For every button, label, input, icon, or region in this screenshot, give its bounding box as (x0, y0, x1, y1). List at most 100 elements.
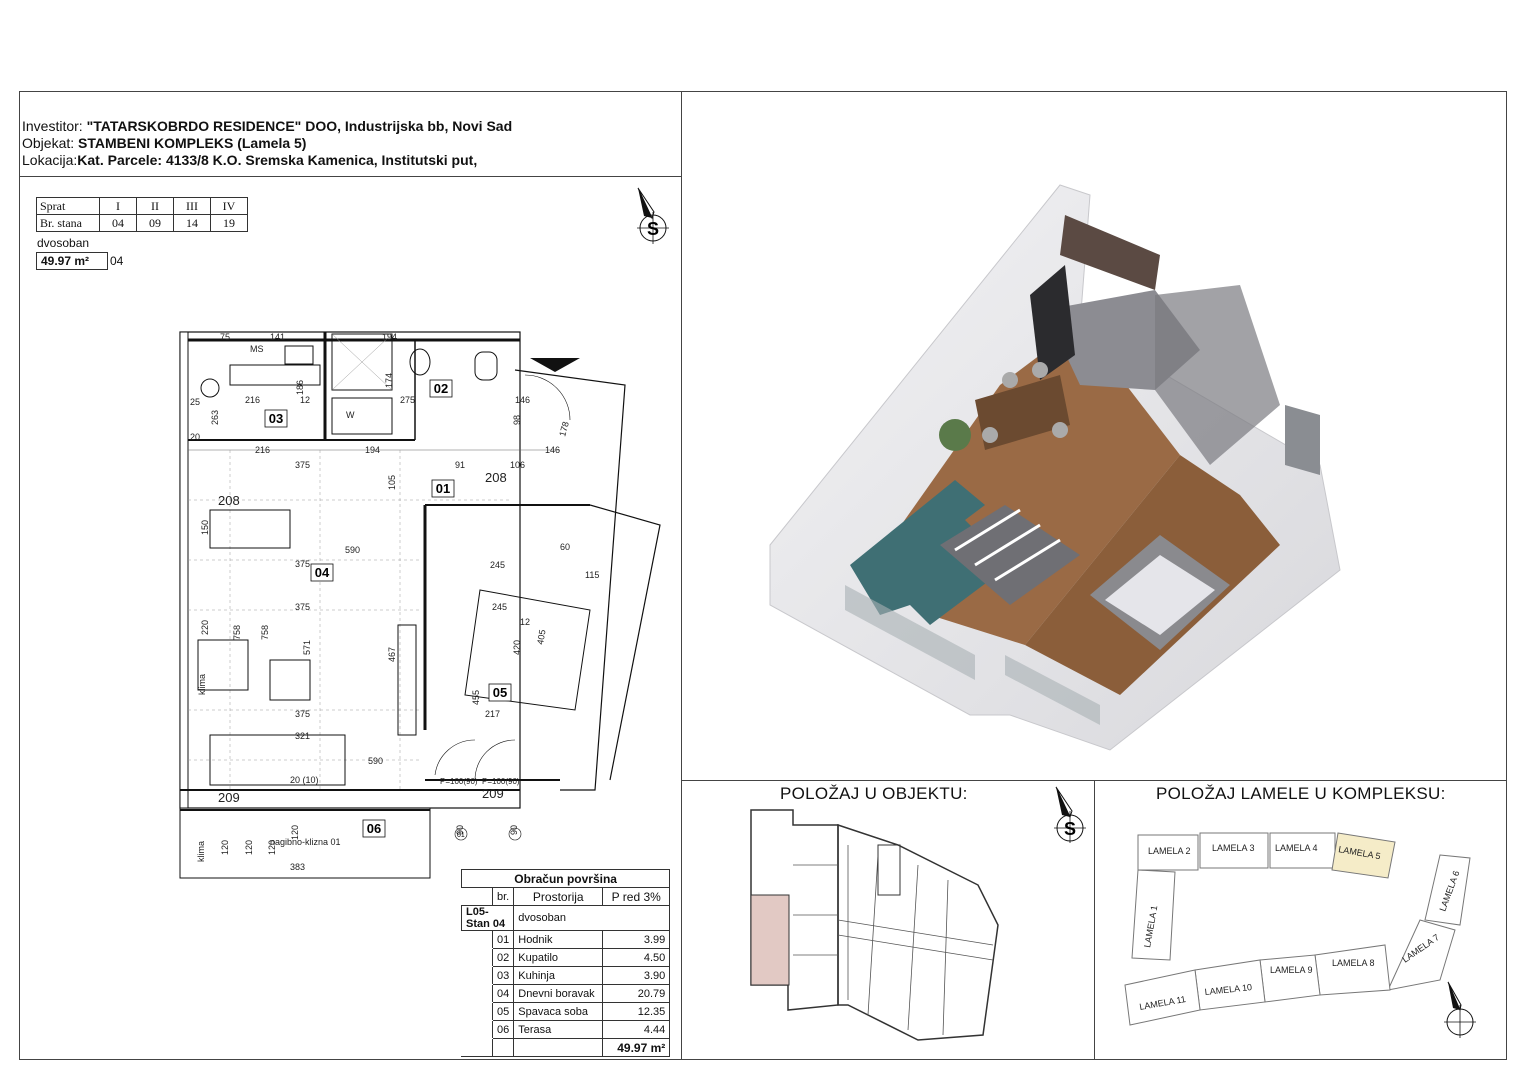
cell: Sprat (36, 197, 100, 215)
floor-table: Sprat I II III IV Br. stana 04 09 14 19 (36, 197, 248, 232)
col-header: P red 3% (602, 887, 671, 906)
investor-line: Investitor: "TATARSKOBRDO RESIDENCE" DOO… (22, 118, 513, 134)
dim-text: 174 (384, 373, 394, 388)
dim-text: 375 (295, 559, 310, 569)
dim-text: 60 (560, 542, 570, 552)
lamela-10-label: LAMELA 10 (1204, 982, 1252, 997)
cell: 14 (173, 214, 211, 232)
dim-text: 90 (509, 825, 519, 835)
dim-text: 571 (302, 640, 312, 655)
height-mark: 208 (485, 470, 507, 485)
dim-text: 216 (245, 395, 260, 405)
cell: 19 (210, 214, 248, 232)
dim-text: MS (250, 344, 264, 354)
dim-text: 321 (295, 731, 310, 741)
cell: Br. stana (36, 214, 100, 232)
dim-text: 146 (545, 445, 560, 455)
dim-text: 245 (490, 560, 505, 570)
dim-text: 245 (492, 602, 507, 612)
dim-text: 275 (400, 395, 415, 405)
lamela-4-label: LAMELA 4 (1275, 843, 1318, 853)
dim-text: 105 (387, 475, 397, 490)
dim-text: 12 (520, 617, 530, 627)
dim-text: W (346, 410, 355, 420)
dim-text: 217 (485, 709, 500, 719)
dim-text: 120 (267, 840, 277, 855)
total-area: 49.97 m² (602, 1038, 671, 1057)
cell: I (99, 197, 137, 215)
unit-type-label: dvosoban (513, 905, 671, 931)
room-01-label: 01 (436, 481, 450, 496)
dim-text: 90 (455, 825, 465, 835)
dim-text: 20 (10) (290, 775, 319, 785)
object-line: Objekat: STAMBENI KOMPLEKS (Lamela 5) (22, 135, 307, 151)
door-tag: 01 (457, 832, 465, 839)
room-04-label: 04 (315, 565, 330, 580)
room-02-label: 02 (434, 381, 448, 396)
north-arrow-icon-small: S (1054, 786, 1086, 843)
dim-text: 467 (387, 647, 397, 662)
divider-bottom-split (1094, 780, 1095, 1060)
cell: 09 (136, 214, 174, 232)
dim-text: 263 (210, 410, 220, 425)
lamela-3-label: LAMELA 3 (1212, 843, 1255, 853)
cell: III (173, 197, 211, 215)
col-header: br. (491, 887, 515, 906)
blank-cell (461, 887, 493, 906)
klima-label: klima (197, 674, 207, 695)
room-06-label: 06 (367, 821, 381, 836)
dim-text: 20 (190, 432, 200, 442)
floor-plan: 02 03 01 04 05 06 MS W 75 141 194 216 21… (179, 331, 661, 879)
cell: II (136, 197, 174, 215)
dim-text: 25 (190, 397, 200, 407)
cell: 04 (99, 214, 137, 232)
compass-letter: S (1064, 819, 1076, 839)
position-object-title: POLOŽAJ U OBJEKTU: (780, 784, 968, 803)
height-mark: 209 (482, 786, 504, 801)
dim-text: 383 (290, 862, 305, 872)
unit-row: Br. stana 04 09 14 19 (36, 214, 248, 232)
dim-text: 106 (510, 460, 525, 470)
room-03-label: 03 (269, 411, 283, 426)
unit-area: 49.97 m² (36, 252, 108, 270)
area-table: Obračun površina br. Prostorija P red 3%… (460, 869, 671, 1057)
dim-text: 120 (220, 840, 230, 855)
dim-text: 146 (515, 395, 530, 405)
room-05-label: 05 (493, 685, 507, 700)
complex-site-map: LAMELA 2 LAMELA 3 LAMELA 4 LAMELA 5 LAME… (1124, 832, 1471, 1026)
north-arrow-icon: S (637, 187, 669, 244)
dim-text: 758 (232, 625, 242, 640)
dim-text: 375 (295, 460, 310, 470)
dim-text: 216 (255, 445, 270, 455)
dim-text: 758 (260, 625, 270, 640)
cell: IV (210, 197, 248, 215)
dim-text: 12 (300, 395, 310, 405)
dim-text: 120 (244, 840, 254, 855)
dim-text: 115 (585, 570, 599, 580)
dim-text: 141 (270, 332, 285, 342)
dim-text: 150 (200, 520, 210, 535)
height-mark: 208 (218, 493, 240, 508)
height-mark: 209 (218, 790, 240, 805)
klima-label: klima (196, 841, 206, 862)
dim-text: 178 (557, 420, 571, 437)
lamela-9-label: LAMELA 9 (1270, 965, 1313, 975)
dim-text: 590 (345, 545, 360, 555)
dim-text: 375 (295, 709, 310, 719)
lamela-8-label: LAMELA 8 (1332, 958, 1375, 968)
floor-row: Sprat I II III IV (36, 197, 248, 215)
dim-text: 455 (471, 690, 481, 705)
divider-header (19, 176, 681, 177)
dim-text: 194 (365, 445, 380, 455)
sheet-frame (19, 91, 1507, 1060)
compass-letter: S (647, 219, 659, 239)
window-note: nagibno-klizna 01 (270, 837, 341, 847)
building-floor-map (750, 809, 999, 1041)
dim-text: P=100(90) (440, 777, 478, 786)
dim-text: 120 (290, 825, 300, 840)
position-complex-title: POLOŽAJ LAMELE U KOMPLEKSU: (1156, 784, 1446, 803)
